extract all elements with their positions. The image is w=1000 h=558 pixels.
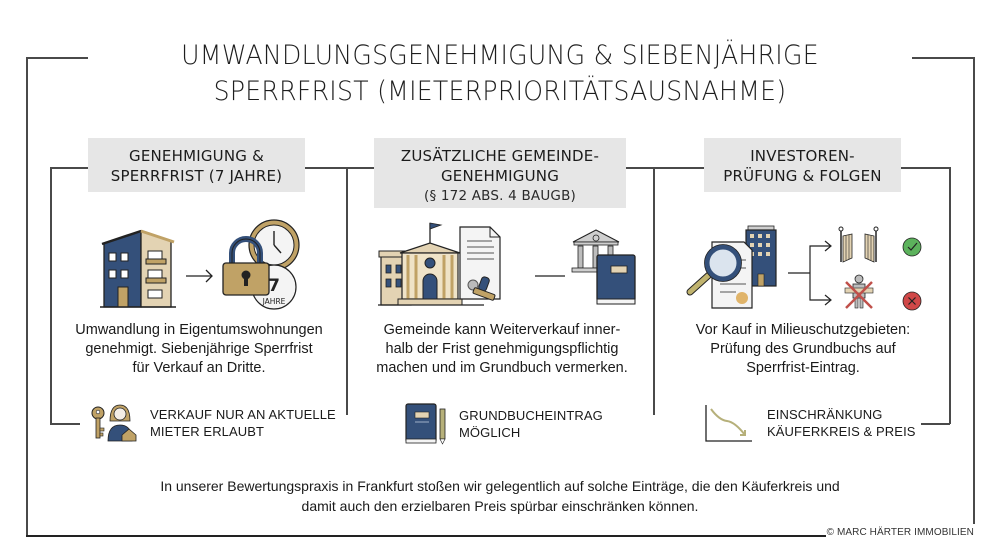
column-1-illustration: 7 JAHRE (96, 215, 336, 310)
column-header-approval: GENEHMIGUNG & SPERRFRIST (7 JAHRE) (88, 138, 305, 192)
column-2-description: Gemeinde kann Weiterverkauf inner- halb … (356, 321, 648, 378)
column-header-municipal: ZUSÄTZLICHE GEMEINDE- GENEHMIGUNG (§ 172… (374, 138, 626, 208)
branch-arrow-icon (788, 240, 832, 306)
column-2-illustration (378, 215, 640, 310)
header-line: ZUSÄTZLICHE GEMEINDE- (400, 147, 600, 165)
outer-frame-right (973, 57, 975, 524)
outer-frame-top-right (912, 57, 974, 59)
column-3-illustration (680, 212, 930, 312)
description-line: Vor Kauf in Milieuschutzgebieten: (695, 322, 911, 338)
description-line: für Verkauf an Dritte. (132, 360, 266, 376)
padlock-icon (222, 236, 270, 296)
column-3-description: Vor Kauf in Milieuschutzgebieten: Prüfun… (660, 321, 946, 378)
column-1-description: Umwandlung in Eigentumswohnungen genehmi… (56, 321, 342, 378)
inner-frame-left (50, 167, 52, 424)
crossed-person-icon (844, 274, 874, 309)
column-divider-2 (653, 167, 655, 415)
description-line: genehmigt. Siebenjährige Sperrfrist (85, 341, 313, 357)
declining-chart-icon (705, 405, 752, 442)
footer-line: MIETER ERLAUBT (150, 424, 265, 439)
note-line: In unserer Bewertungspraxis in Frankfurt… (160, 478, 840, 494)
inner-frame-bottom-left (50, 423, 80, 425)
header-line: INVESTOREN- (750, 147, 855, 165)
column-header-investor: INVESTOREN- PRÜFUNG & FOLGEN (704, 138, 901, 192)
bottom-note: In unserer Bewertungspraxis in Frankfurt… (100, 476, 900, 516)
inner-frame-top-right (900, 167, 951, 169)
header-line: GENEHMIGUNG & (129, 147, 264, 165)
description-line: Prüfung des Grundbuchs auf (710, 341, 896, 357)
page-title: UMWANDLUNGSGENEHMIGUNG & SIEBENJÄHRIGE S… (128, 38, 872, 110)
town-hall-icon (378, 222, 484, 306)
key-tenant-icon (91, 404, 137, 442)
description-line: Gemeinde kann Weiterverkauf inner- (383, 322, 621, 338)
open-gate-icon (838, 226, 879, 263)
description-line: machen und im Grundbuch vermerken. (376, 360, 628, 376)
inner-frame-top-mid2 (626, 167, 706, 169)
header-line: SPERRFRIST (7 JAHRE) (110, 167, 283, 185)
column-2-footer: GRUNDBUCHEINTRAG MÖGLICH (405, 403, 603, 445)
header-line: GENEHMIGUNG (440, 167, 560, 185)
svg-text:JAHRE: JAHRE (262, 297, 286, 306)
header-legal-reference: (§ 172 ABS. 4 BAUGB) (423, 188, 577, 204)
check-circle-icon (902, 237, 922, 257)
svg-text:7: 7 (268, 276, 280, 296)
arrow-right-icon (186, 269, 213, 283)
description-line: halb der Frist genehmigungspflichtig (385, 341, 619, 357)
footer-line: GRUNDBUCHEINTRAG (459, 408, 603, 423)
header-line: PRÜFUNG & FOLGEN (723, 167, 882, 185)
title-line-2: SPERRFRIST (MIETERPRIORITÄTSAUSNAHME) (213, 76, 787, 107)
x-circle-icon (902, 291, 922, 311)
footer-line: MÖGLICH (459, 425, 521, 440)
magnifier-document-icon (686, 241, 753, 309)
apartment-building-icon (100, 229, 176, 308)
column-divider-1 (346, 167, 348, 415)
copyright: © MARC HÄRTER IMMOBILIEN (826, 527, 974, 538)
footer-line: VERKAUF NUR AN AKTUELLE (150, 407, 336, 422)
inner-frame-right (949, 167, 951, 424)
footer-line: KÄUFERKREIS & PREIS (767, 424, 916, 439)
inner-frame-bottom-right (921, 423, 950, 425)
note-line: damit auch den erzielbaren Preis spürbar… (301, 498, 699, 514)
clock-icon (248, 219, 300, 271)
inner-frame-top-mid1 (304, 167, 374, 169)
outer-frame-top-left (26, 57, 88, 59)
column-3-footer: EINSCHRÄNKUNG KÄUFERKREIS & PREIS (705, 404, 916, 442)
description-line: Sperrfrist-Eintrag. (746, 360, 860, 376)
book-pen-icon (405, 403, 446, 445)
outer-frame-left (26, 57, 28, 536)
inner-frame-top-left (50, 167, 90, 169)
footer-line: EINSCHRÄNKUNG (767, 407, 883, 422)
column-1-footer: VERKAUF NUR AN AKTUELLE MIETER ERLAUBT (88, 403, 336, 443)
outer-frame-bottom (26, 535, 826, 537)
title-line-1: UMWANDLUNGSGENEHMIGUNG & SIEBENJÄHRIGE (181, 40, 819, 71)
land-register-book-icon (596, 254, 636, 305)
description-line: Umwandlung in Eigentumswohnungen (75, 322, 323, 338)
document-stamp-icon (459, 226, 501, 301)
